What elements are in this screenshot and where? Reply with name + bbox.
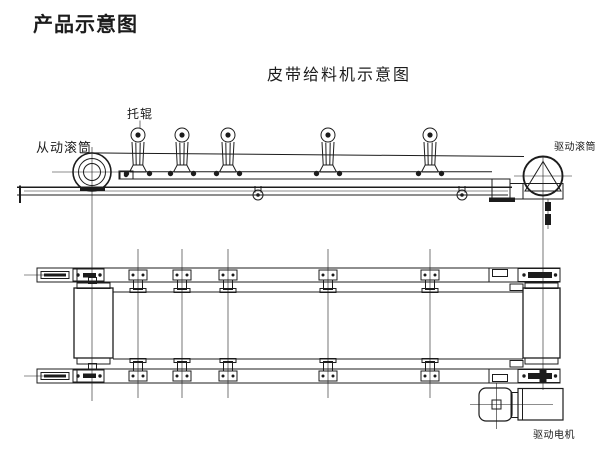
belt-line [79, 152, 525, 157]
idler-label: 托辊 [127, 107, 153, 121]
idler-brackets [128, 269, 440, 382]
diagram-title: 皮带给料机示意图 [267, 65, 411, 84]
driven-drum-side [52, 152, 120, 192]
idler-support-beam [119, 171, 492, 180]
driven-drum-label: 从动滚筒 [36, 140, 92, 156]
driven-drum-plan [73, 277, 114, 370]
plan-view: 驱动电机 [23, 267, 575, 441]
drive-motor-assembly [470, 369, 564, 429]
drive-end-frame [489, 178, 564, 229]
drive-drum-label: 驱动滚筒 [554, 140, 596, 153]
drive-motor-label: 驱动电机 [533, 428, 575, 441]
drive-bearing-top [488, 267, 561, 283]
page-title: 产品示意图 [33, 12, 138, 36]
plan-stringers [113, 291, 523, 360]
plan-rail-top [36, 267, 561, 283]
carrying-idlers [123, 127, 445, 177]
drive-drum-plan [509, 282, 561, 368]
return-idlers [252, 185, 468, 201]
side-elevation-view: 托辊 从动滚筒 驱动滚筒 [17, 107, 596, 229]
plan-rail-bottom [36, 368, 561, 384]
drive-bearing-bottom [488, 368, 561, 384]
station-centerlines [91, 147, 544, 401]
